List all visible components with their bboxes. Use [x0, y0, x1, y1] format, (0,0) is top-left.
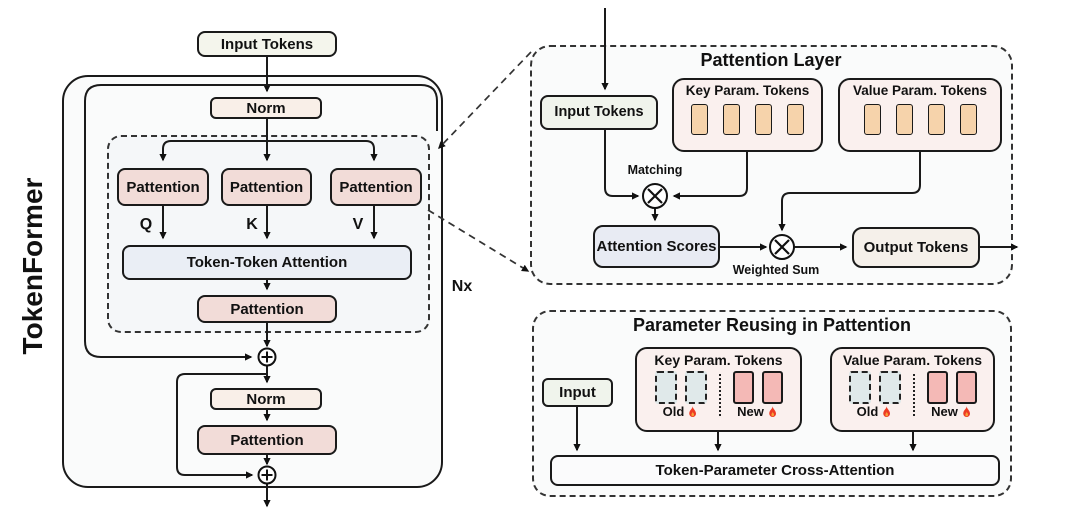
pr-key-old-group: Old: [654, 371, 707, 418]
new-label: New: [737, 405, 778, 418]
pl-value-token-row: [863, 103, 977, 135]
pr-input-box: Input: [542, 378, 613, 407]
key-param-token: [723, 103, 740, 135]
key-param-token: [787, 103, 804, 135]
pattention-v-box: Pattention: [330, 168, 422, 206]
token-parameter-cross-attention-bar: Token-Parameter Cross-Attention: [550, 455, 1000, 486]
flame-icon: [689, 406, 697, 417]
new-param-token: [955, 371, 977, 404]
norm2-box: Norm: [210, 388, 322, 410]
k-label: K: [246, 216, 258, 233]
token-token-attention-box: Token-Token Attention: [122, 245, 412, 280]
new-label: New: [931, 405, 972, 418]
v-label: V: [352, 216, 364, 233]
pr-key-new-group: New: [732, 371, 783, 418]
callout-lower-diagonal: [427, 209, 530, 272]
value-param-token: [959, 103, 977, 135]
q-label: Q: [139, 216, 153, 233]
output-tokens-box: Output Tokens: [852, 227, 980, 268]
pl-key-token-row: [691, 103, 804, 135]
new-param-token: [732, 371, 754, 404]
pr-value-new-group: New: [926, 371, 977, 418]
norm1-box: Norm: [210, 97, 322, 119]
old-param-token: [684, 371, 707, 404]
pattention-k-box: Pattention: [221, 168, 312, 206]
attention-scores-box: Attention Scores: [593, 225, 720, 268]
flame-icon: [963, 406, 970, 417]
pl-input-tokens-box: Input Tokens: [540, 95, 658, 130]
pl-key-param-tokens-box: Key Param. Tokens: [672, 78, 823, 152]
input-tokens-box: Input Tokens: [197, 31, 337, 57]
matching-label: Matching: [627, 163, 683, 177]
old-new-divider: [718, 373, 721, 416]
key-param-token: [755, 103, 772, 135]
pl-value-param-tokens-title: Value Param. Tokens: [852, 83, 988, 98]
pr-value-old-group: Old: [848, 371, 901, 418]
pattention-ffn-box: Pattention: [197, 425, 337, 455]
new-param-token: [761, 371, 783, 404]
value-param-token: [895, 103, 913, 135]
weighted-sum-label: Weighted Sum: [732, 263, 820, 277]
pr-key-token-row: Old New: [654, 371, 783, 418]
nx-label: Nx: [451, 278, 473, 295]
old-param-token: [878, 371, 901, 404]
value-param-token: [863, 103, 881, 135]
old-param-token: [654, 371, 677, 404]
param-reusing-title: Parameter Reusing in Pattention: [632, 315, 912, 335]
old-label: Old: [663, 405, 699, 418]
pr-value-param-tokens-box: Value Param. Tokens Old New: [830, 347, 995, 432]
callout-upper-diagonal: [438, 51, 532, 150]
pr-value-token-row: Old New: [848, 371, 977, 418]
old-new-divider: [912, 373, 915, 416]
old-param-token: [848, 371, 871, 404]
tokenformer-vertical-label: TokenFormer: [17, 177, 48, 355]
value-param-token: [927, 103, 945, 135]
flame-icon: [769, 406, 776, 417]
pr-key-param-tokens-box: Key Param. Tokens Old New: [635, 347, 802, 432]
pl-value-param-tokens-box: Value Param. Tokens: [838, 78, 1002, 152]
pattention-proj-box: Pattention: [197, 295, 337, 323]
pl-key-param-tokens-title: Key Param. Tokens: [685, 83, 810, 98]
key-param-token: [691, 103, 708, 135]
pattention-layer-title: Pattention Layer: [700, 50, 842, 70]
old-label: Old: [857, 405, 893, 418]
flame-icon: [883, 406, 891, 417]
pattention-q-box: Pattention: [117, 168, 209, 206]
pr-key-param-tokens-title: Key Param. Tokens: [654, 352, 783, 368]
pr-value-param-tokens-title: Value Param. Tokens: [842, 352, 983, 368]
new-param-token: [926, 371, 948, 404]
